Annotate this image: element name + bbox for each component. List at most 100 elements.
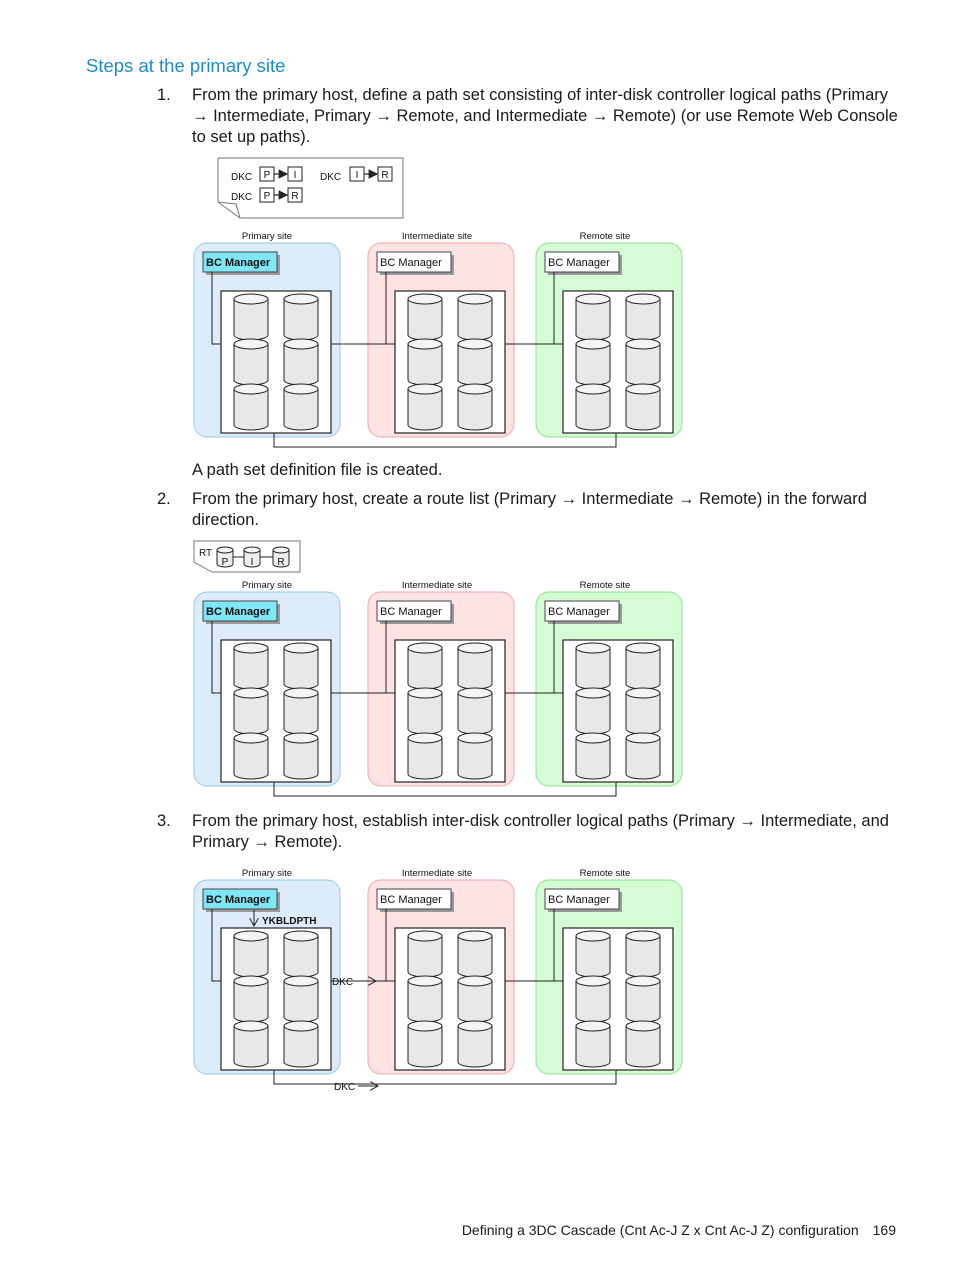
- cylinder-top: [407, 975, 443, 987]
- cylinder-top: [283, 642, 319, 654]
- route-list-note: [193, 540, 301, 573]
- cylinder-top: [625, 1020, 661, 1032]
- disk-volume: [283, 642, 319, 690]
- cylinder-top: [457, 732, 493, 744]
- cylinder-body: [233, 299, 269, 341]
- disk-volume: [457, 383, 493, 431]
- cylinder-top: [575, 338, 611, 350]
- storage-enclosure: [562, 927, 674, 1071]
- cylinder-body: [625, 738, 661, 780]
- cylinder-top: [407, 642, 443, 654]
- cylinder-top: [457, 338, 493, 350]
- cylinder-body: [233, 344, 269, 386]
- disk-volume: [407, 383, 443, 431]
- disk-volume: [407, 975, 443, 1023]
- bc-manager-label: BC Manager: [548, 257, 610, 269]
- bc-manager-label: BC Manager: [206, 257, 271, 269]
- cylinder-top: [233, 642, 269, 654]
- host-connector: [211, 621, 221, 694]
- note-shape: [193, 540, 301, 573]
- disk-volume: [625, 930, 661, 978]
- bc-manager-label: BC Manager: [206, 894, 271, 906]
- cylinder-body: [407, 648, 443, 690]
- site-box-0: [193, 591, 341, 787]
- cylinder-top: [575, 975, 611, 987]
- bc-manager-label: BC Manager: [380, 894, 442, 906]
- cylinder-top: [407, 338, 443, 350]
- storage-enclosure: [562, 290, 674, 434]
- cylinder-top: [283, 383, 319, 395]
- bc-manager-label: BC Manager: [380, 257, 442, 269]
- disk-volume: [283, 383, 319, 431]
- cylinder-body: [457, 738, 493, 780]
- cylinder-body: [407, 738, 443, 780]
- bc-manager-box: [202, 251, 278, 273]
- link-primary-remote: [273, 782, 617, 797]
- disk-volume: [407, 1020, 443, 1068]
- bc-manager-shadow: [548, 255, 622, 275]
- disk-volume: [407, 930, 443, 978]
- site-box-1: [367, 591, 515, 787]
- note-fold: [217, 201, 241, 219]
- site-label: Remote site: [580, 580, 631, 591]
- disk-volume: [457, 293, 493, 341]
- page-number: 169: [872, 1222, 896, 1238]
- cylinder-top: [575, 930, 611, 942]
- host-connector: [553, 272, 563, 345]
- cylinder-top: [575, 687, 611, 699]
- bc-manager-shadow: [206, 892, 280, 912]
- cylinder-top: [457, 1020, 493, 1032]
- cylinder-top: [283, 1020, 319, 1032]
- cylinder-top: [625, 687, 661, 699]
- disk-volume: [233, 293, 269, 341]
- cylinder-body: [575, 299, 611, 341]
- dkc-label: DKC: [231, 172, 252, 183]
- disk-volume: [233, 975, 269, 1023]
- cylinder-body: [283, 648, 319, 690]
- route-disk: [243, 550, 261, 568]
- dkc-label: DKC: [332, 977, 353, 988]
- disk-volume: [283, 293, 319, 341]
- cylinder-top: [283, 338, 319, 350]
- cylinder-body: [283, 738, 319, 780]
- cylinder-body: [575, 389, 611, 431]
- cylinder-top: [407, 687, 443, 699]
- cylinder-body: [457, 936, 493, 978]
- cylinder-body: [457, 693, 493, 735]
- cylinder-body: [625, 981, 661, 1023]
- site-box-2: [535, 879, 683, 1075]
- cylinder-top: [575, 1020, 611, 1032]
- cylinder-body: [407, 344, 443, 386]
- disk-volume: [625, 293, 661, 341]
- cylinder-body: [283, 693, 319, 735]
- disk-volume: [283, 1020, 319, 1068]
- cylinder-body: [625, 389, 661, 431]
- storage-enclosure: [220, 639, 332, 783]
- path-node: [349, 166, 365, 182]
- cylinder-top: [625, 732, 661, 744]
- bc-manager-label: BC Manager: [206, 606, 271, 618]
- path-node-label: I: [356, 170, 359, 181]
- cylinder-top: [575, 732, 611, 744]
- bc-manager-box: [376, 888, 452, 910]
- path-node-label: P: [264, 191, 271, 202]
- disk-volume: [407, 642, 443, 690]
- site-label: Remote site: [580, 868, 631, 879]
- route-disk-label: P: [222, 557, 229, 568]
- disk-volume: [407, 732, 443, 780]
- cylinder-top: [233, 383, 269, 395]
- host-connector: [211, 272, 221, 345]
- cylinder-top: [457, 383, 493, 395]
- cylinder-top: [407, 732, 443, 744]
- step-number: 3.: [157, 812, 171, 830]
- disk-volume: [575, 642, 611, 690]
- disk-volume: [457, 1020, 493, 1068]
- site-label: Primary site: [242, 868, 292, 879]
- disk-volume: [457, 642, 493, 690]
- cylinder-body: [283, 936, 319, 978]
- disk-volume: [233, 1020, 269, 1068]
- bc-manager-box: [202, 888, 278, 910]
- cylinder-body: [457, 344, 493, 386]
- disk-volume: [233, 732, 269, 780]
- storage-enclosure: [220, 927, 332, 1071]
